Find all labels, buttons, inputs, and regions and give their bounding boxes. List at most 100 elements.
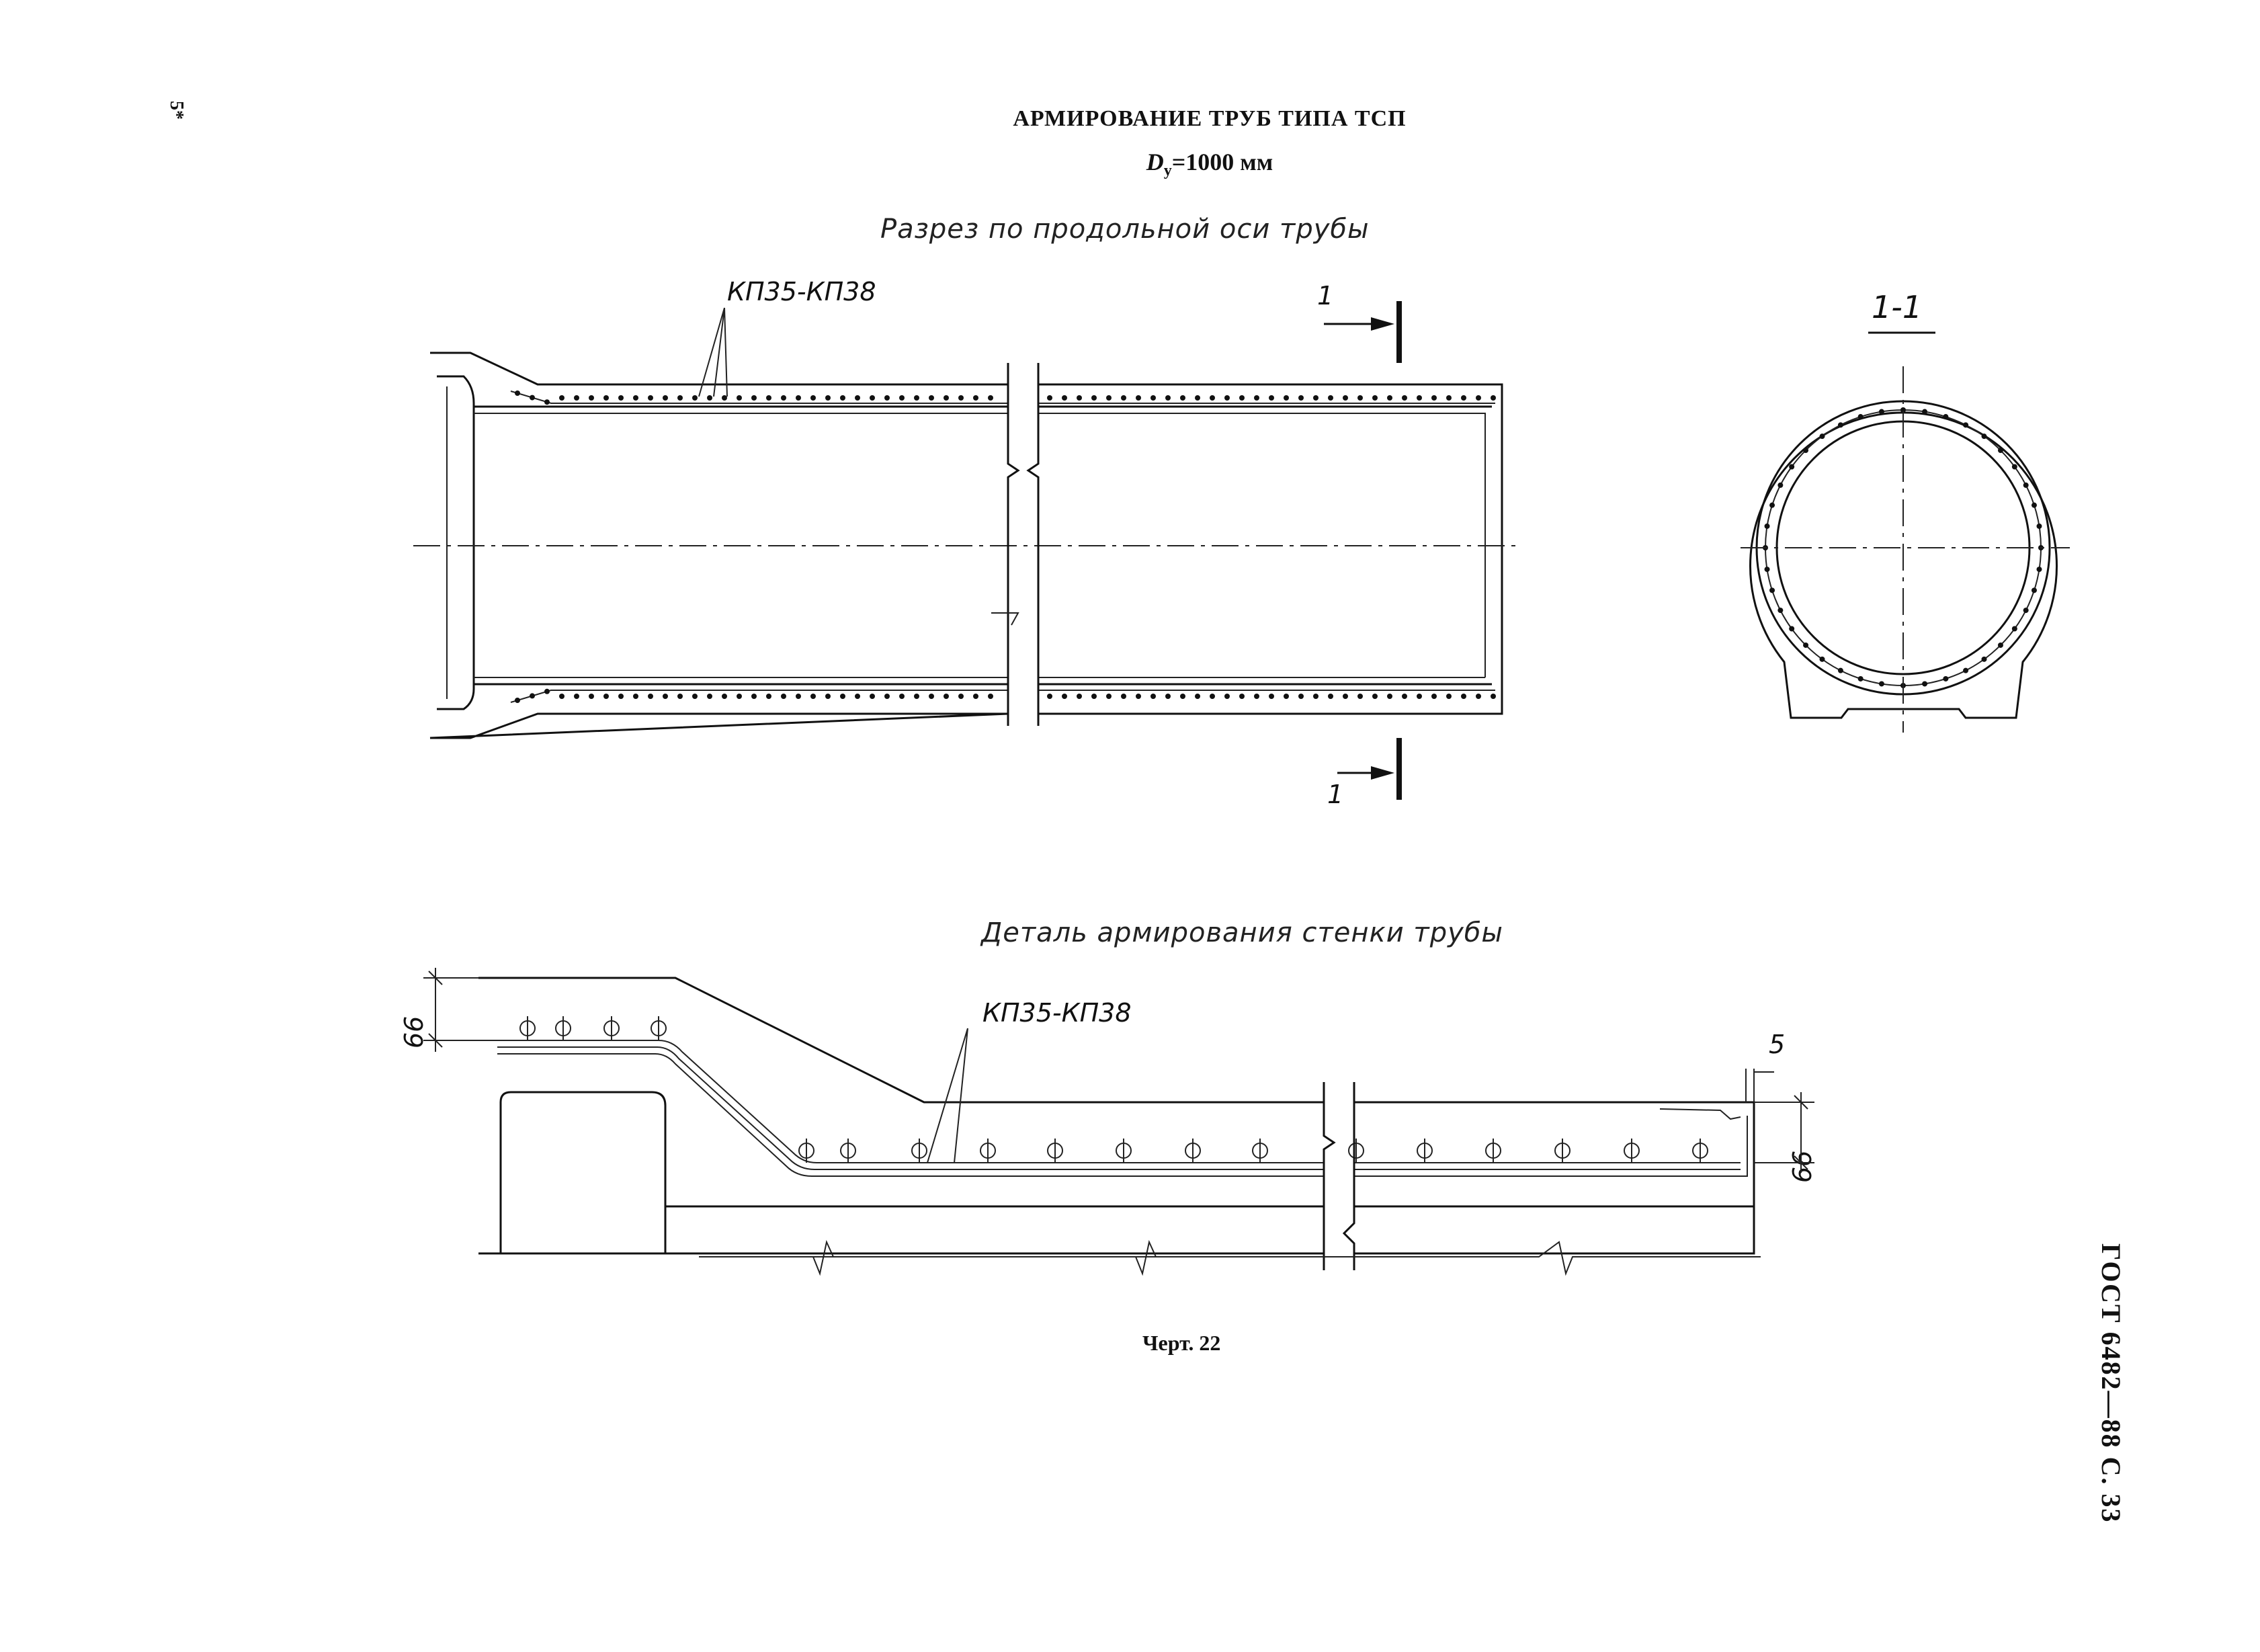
page-title: АРМИРОВАНИЕ ТРУБ ТИПА ТСП (1013, 106, 1407, 131)
ring-bar (1819, 433, 1825, 440)
ring-bar (2036, 567, 2042, 573)
reinforcement-bar (1224, 395, 1230, 401)
reinforcement-bar (914, 694, 919, 699)
dimension-cover: 5 (1769, 1030, 1786, 1059)
reinforcement-bar (544, 688, 550, 694)
reinforcement-bar (973, 395, 978, 401)
reinforcement-bar (1224, 694, 1230, 699)
reinforcement-bar (589, 694, 594, 699)
reinforcement-bar (1180, 694, 1185, 699)
ring-bar (1769, 587, 1775, 593)
reinforcement-bar (1328, 395, 1333, 401)
ring-bar (1922, 681, 1928, 687)
reinforcement-bar (1077, 395, 1082, 401)
reinforcement-bar (929, 694, 934, 699)
reinforcement-bar (1357, 395, 1363, 401)
reinforcement-bar (603, 395, 609, 401)
reinforcement-bar (781, 395, 786, 401)
reinforcement-bar (1313, 395, 1319, 401)
reinforcement-bar (1357, 694, 1363, 699)
ring-bar (1857, 414, 1864, 420)
break-line-right (1026, 363, 1040, 726)
reinforcement-bar (1180, 395, 1185, 401)
ring-bar (1803, 448, 1809, 454)
reinforcement-bar (589, 395, 594, 401)
reinforcement-bar (1136, 395, 1141, 401)
detail-caption: Деталь армирования стенки трубы (981, 917, 1504, 948)
reinforcement-bar (1387, 694, 1392, 699)
reinforcement-bar (1461, 395, 1466, 401)
reinforcement-bar (1372, 694, 1378, 699)
ring-bar (2031, 502, 2037, 508)
reinforcement-bar (1491, 395, 1496, 401)
ring-bar (1943, 414, 1949, 420)
reinforcement-bar (737, 694, 742, 699)
reinforcement-bar (1165, 395, 1171, 401)
reinforcement-bar (1491, 694, 1496, 699)
right-dimension-lines (1754, 1092, 1814, 1173)
reinforcement-bar (559, 395, 564, 401)
reinforcement-bar (515, 390, 520, 396)
arrow-head-top (1371, 317, 1394, 331)
reinforcement-bar (1417, 694, 1422, 699)
reinforcement-bar (1343, 694, 1348, 699)
reinforcement-bar (544, 399, 550, 405)
ring-bar (1777, 608, 1784, 614)
reinforcement-bar (677, 694, 683, 699)
longitudinal-section-caption: Разрез по продольной оси трубы (880, 214, 1370, 245)
ring-bar (2011, 626, 2017, 632)
reinforcement-bar (1047, 694, 1052, 699)
detail-socket (499, 1091, 667, 1253)
cover-dimension-lines (1745, 1069, 1774, 1102)
ring-bar (1943, 675, 1949, 682)
diameter-symbol: D (1146, 149, 1164, 175)
reinforcement-bar (766, 694, 771, 699)
reinforcement-bar (663, 694, 668, 699)
pipe-cross-section (1741, 331, 2070, 733)
detail-bars (519, 1016, 1708, 1163)
pipe-outline (429, 352, 1503, 739)
reinforcement-bar (781, 694, 786, 699)
reinforcement-bar (825, 395, 831, 401)
left-dimension-ticks (428, 970, 443, 1048)
reinforcement-bar (722, 694, 727, 699)
reinforcement-bottom-line (510, 690, 1495, 703)
reinforcement-bar (1328, 694, 1333, 699)
detail-cage-line-1 (497, 1040, 1741, 1163)
reinforcement-bar (618, 395, 624, 401)
reinforcement-bar (1476, 694, 1481, 699)
reinforcement-bar (1269, 694, 1274, 699)
diameter-value: =1000 мм (1171, 149, 1273, 175)
section-mark-top: 1 (1317, 281, 1334, 311)
reinforcement-bar (958, 395, 964, 401)
bore-inner-top (474, 413, 1486, 677)
reinforcement-top-line (510, 390, 1495, 404)
reinforcement-bar (1446, 395, 1452, 401)
reinforcement-bar (929, 395, 934, 401)
reinforcement-bar (737, 395, 742, 401)
reinforcement-bar (1136, 694, 1141, 699)
ring-bar (1837, 422, 1843, 428)
ring-bar (1997, 448, 2003, 454)
reinforcement-bar (722, 395, 727, 401)
reinforcement-bar (1387, 395, 1392, 401)
reinforcement-bar (1106, 694, 1112, 699)
reinforcement-bar (884, 395, 890, 401)
reinforcement-bar (855, 395, 860, 401)
reinforcement-bar (1091, 694, 1097, 699)
reinforcement-bar (1062, 395, 1067, 401)
reinforcement-bar (973, 694, 978, 699)
reinforcement-bar (751, 395, 757, 401)
reinforcement-bar (1210, 395, 1215, 401)
reinforcement-bar (1284, 395, 1289, 401)
reinforcement-bar (1195, 694, 1200, 699)
reinforcement-bar (633, 694, 638, 699)
top-cage-leader (698, 307, 728, 397)
reinforcement-bar (648, 694, 653, 699)
ring-bar (1981, 433, 1987, 440)
detail-break-left (1323, 1082, 1336, 1270)
reinforcement-bar (870, 395, 875, 401)
ring-bar (1769, 502, 1775, 508)
ring-bar (2011, 464, 2017, 470)
reinforcement-bar (707, 694, 712, 699)
